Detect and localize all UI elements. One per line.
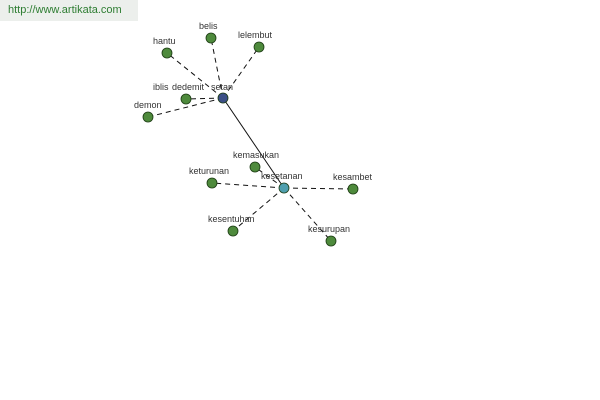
node-hantu[interactable] — [161, 47, 173, 59]
edge-setan-kesetanan — [222, 97, 285, 189]
edge-setan-lelembut — [222, 46, 260, 99]
node-kesentuhan[interactable] — [227, 225, 239, 237]
node-label-kesetanan: kesetanan — [261, 171, 303, 181]
node-kemasukan[interactable] — [249, 161, 261, 173]
node-label-setan: setan — [211, 82, 233, 92]
node-label-iblis: iblis — [153, 82, 169, 92]
node-iblis[interactable] — [180, 93, 192, 105]
node-label-kemasukan: kemasukan — [233, 150, 279, 160]
edge-setan-iblis — [185, 97, 224, 100]
node-kesetanan[interactable] — [278, 182, 290, 194]
node-label-demon: demon — [134, 100, 162, 110]
edge-setan-demon — [147, 97, 224, 118]
nodes-layer — [142, 32, 359, 247]
node-label-kesurupan: kesurupan — [308, 224, 350, 234]
edge-kesetanan-kemasukan — [254, 166, 285, 189]
edge-kesetanan-kesambet — [283, 187, 354, 190]
node-kesurupan[interactable] — [325, 235, 337, 247]
watermark-url: http://www.artikata.com — [0, 0, 138, 21]
node-label-belis: belis — [199, 21, 218, 31]
node-belis[interactable] — [205, 32, 217, 44]
edge-setan-hantu — [166, 52, 224, 99]
node-setan[interactable] — [217, 92, 229, 104]
node-label-lelembut: lelembut — [238, 30, 273, 40]
edge-setan-belis — [210, 37, 224, 99]
node-lelembut[interactable] — [253, 41, 265, 53]
edge-kesetanan-keturunan — [211, 182, 285, 189]
node-label-kesambet: kesambet — [333, 172, 373, 182]
node-label-kesentuhan: kesentuhan — [208, 214, 255, 224]
node-kesambet[interactable] — [347, 183, 359, 195]
node-label-dedemit: dedemit — [172, 82, 205, 92]
edge-kesetanan-kesentuhan — [232, 187, 285, 232]
node-demon[interactable] — [142, 111, 154, 123]
node-label-keturunan: keturunan — [189, 166, 229, 176]
edge-kesetanan-kesurupan — [283, 187, 332, 242]
node-keturunan[interactable] — [206, 177, 218, 189]
edges-layer — [147, 37, 354, 242]
node-label-hantu: hantu — [153, 36, 176, 46]
